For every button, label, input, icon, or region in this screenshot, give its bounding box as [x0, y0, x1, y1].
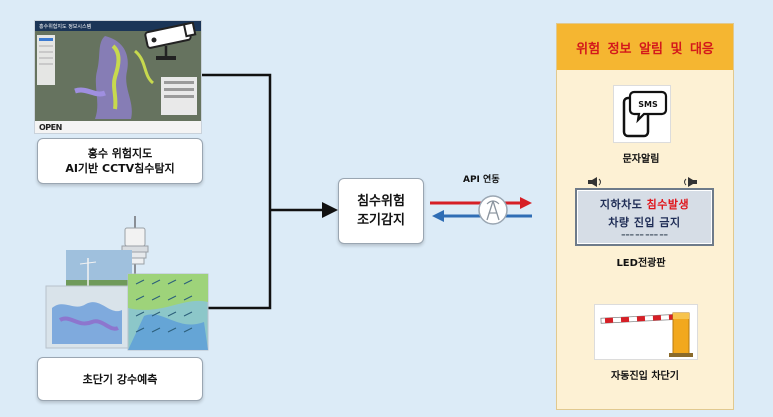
api-arrow-blue-head: [432, 210, 444, 222]
led-line1-prefix: 지하차도: [599, 198, 647, 211]
flood-map-header: 홍수위험지도 정보시스템: [35, 21, 201, 31]
led-line1: 지하차도 침수발생: [600, 196, 689, 212]
speaker-icon-right: [684, 177, 697, 187]
connector-top: [200, 73, 272, 210]
api-link-label: API 연동: [463, 175, 500, 185]
antenna-icon: [478, 195, 508, 225]
rain-forecast-collage: [44, 212, 210, 352]
early-detection-line2: 조기감지: [357, 213, 405, 228]
cctv-camera-icon: [144, 22, 197, 60]
flood-map-image: [35, 31, 201, 121]
barrier-gate-icon: [600, 312, 693, 357]
flood-map-title: 홍수위험지도 정보시스템: [39, 23, 92, 30]
arrow-head-main: [322, 202, 338, 218]
flood-map-graphic: [35, 31, 201, 121]
sms-caption: 문자알림: [622, 154, 660, 165]
sms-icon-box: SMS: [613, 85, 671, 143]
connector-bottom: [205, 210, 272, 310]
led-sign: 지하차도 침수발생 차량 진입 금지 ▬▬▬ ▬▬ ▬▬▬ ▬▬: [575, 188, 714, 246]
rain-forecast-graphic: [45, 216, 209, 351]
open-logo: OPEN: [39, 122, 62, 132]
api-arrow-red-head: [520, 197, 532, 209]
barrier-icon-box: [594, 304, 698, 360]
led-line2: 차량 진입 금지: [608, 216, 681, 229]
rain-forecast-label: 초단기 강수예측: [82, 373, 158, 386]
led-caption: LED전광판: [616, 258, 666, 269]
sms-phone-icon: SMS: [622, 90, 668, 138]
flood-map-screenshot: 홍수위험지도 정보시스템 OPEN: [34, 20, 202, 134]
early-detection-box: 침수위험 조기감지: [338, 178, 424, 244]
response-panel-title: 위험 정보 알림 및 대응: [557, 24, 733, 70]
led-small-text: ▬▬▬ ▬▬ ▬▬▬ ▬▬: [621, 233, 668, 238]
sms-icon-text: SMS: [638, 100, 658, 109]
flood-map-label-line2: AI기반 CCTV침수탐지: [65, 162, 175, 175]
led-line1-highlight: 침수발생: [646, 198, 690, 211]
early-detection-line1: 침수위험: [357, 194, 405, 209]
rain-forecast-label-box: 초단기 강수예측: [37, 357, 203, 401]
barrier-caption: 자동진입 차단기: [611, 371, 679, 382]
speaker-icon-left: [588, 177, 601, 187]
flood-map-footer: OPEN: [35, 121, 201, 133]
flood-map-label-box: 홍수 위험지도 AI기반 CCTV침수탐지: [37, 138, 203, 184]
flood-map-label-line1: 홍수 위험지도: [87, 147, 153, 160]
